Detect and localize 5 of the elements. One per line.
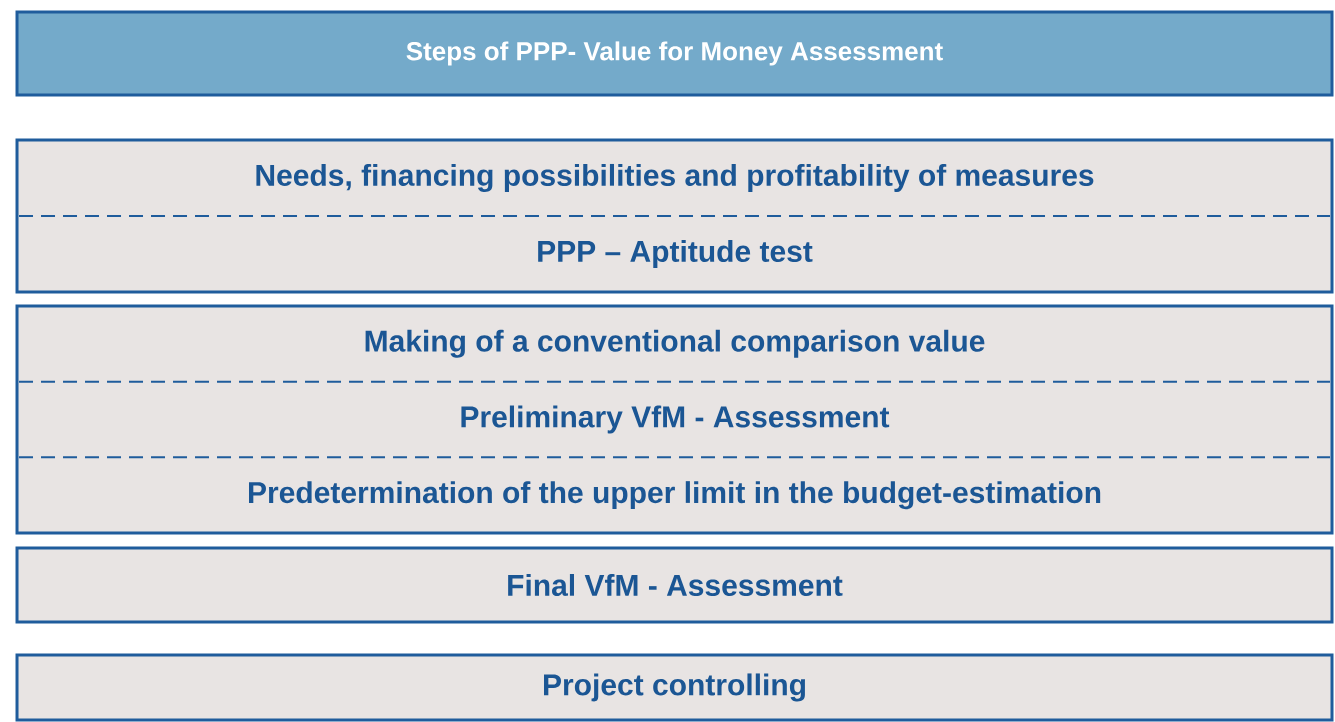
step-box: Needs, financing possibilities and profitability of measures PPP – Aptitude test — [15, 138, 1334, 294]
title-band: Steps of PPP- Value for Money Assessment — [15, 10, 1334, 97]
step-box: Project controlling — [15, 653, 1334, 722]
step-box: Making of a conventional comparison value Preliminary VfM - Assessment Predetermination of the upper limit in the budget-estimation — [15, 304, 1334, 535]
step-box: Final VfM - Assessment — [15, 546, 1334, 624]
